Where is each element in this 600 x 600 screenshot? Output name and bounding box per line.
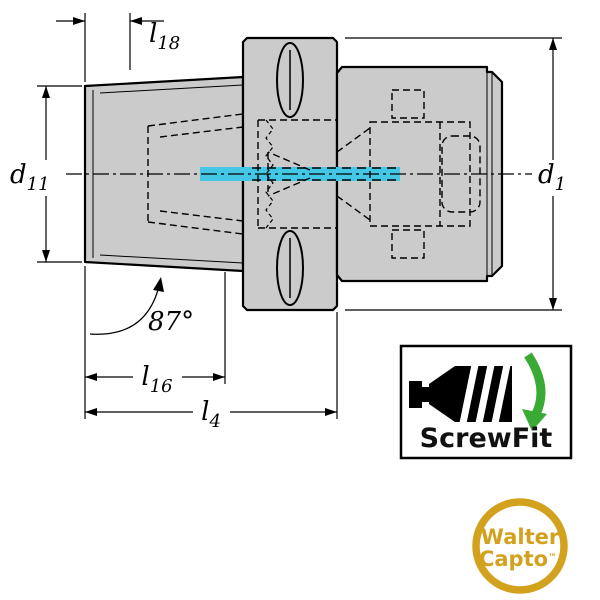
dimension-l4 [84,266,338,419]
rotation-arrow-icon [522,352,547,431]
logo-line2: Capto™ [479,547,557,571]
label-l4: l4 [201,397,221,432]
logo-line1: Walter [481,525,560,549]
dimension-d11 [37,85,82,263]
dimension-l16 [85,272,226,384]
screwfit-badge: ScrewFit [399,344,573,460]
dimension-angle [89,277,164,335]
dimension-l18 [56,13,164,82]
label-d11: d11 [10,160,50,195]
label-l18: l18 [149,19,180,54]
logo-ring [472,498,568,594]
dimension-d1 [345,37,562,311]
label-d1: d1 [538,160,566,195]
label-l16: l16 [141,362,172,397]
coolant-bore-dashes [252,167,398,181]
thread-zigzag [265,119,274,229]
screwfit-label: ScrewFit [420,423,553,454]
label-angle: 87° [148,307,194,337]
walter-capto-logo: Walter Capto™ [472,498,568,594]
dimensions [37,13,562,419]
screwfit-shank-icon [409,366,512,422]
coolant-channel-highlight [200,167,400,181]
dimension-labels: l18 d11 d1 87° l16 l4 [10,19,566,432]
